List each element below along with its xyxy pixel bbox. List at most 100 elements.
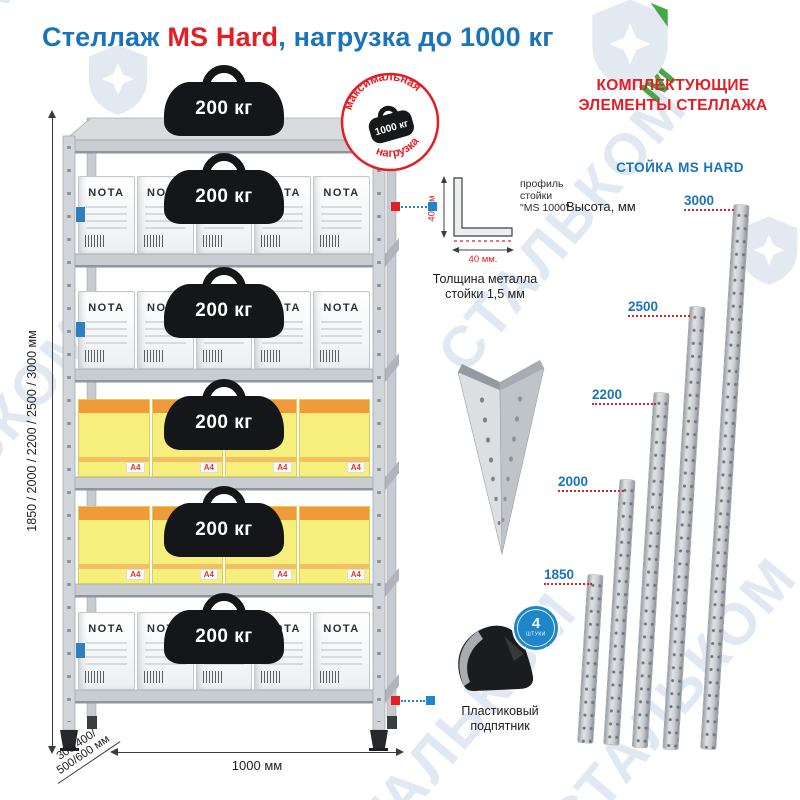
title-part-3: , нагрузка до 1000 кг xyxy=(278,22,554,52)
shield-watermark-icon xyxy=(88,44,148,115)
post-series-title: СТОЙКА MS HARD xyxy=(616,160,744,175)
box-brand-label: NOTA xyxy=(323,302,360,314)
post-height-label: 2000 xyxy=(558,474,589,489)
box-barcode xyxy=(143,235,164,247)
post-leader-line xyxy=(544,583,592,585)
arrow-right-icon xyxy=(396,748,404,756)
box-brand-label: NOTA xyxy=(323,623,360,635)
height-dimension-label: 1850 / 2000 / 2200 / 2500 / 3000 мм xyxy=(25,330,39,532)
rack-frame xyxy=(60,117,402,751)
profile-horizontal-dim-label: 40 мм. xyxy=(468,254,498,265)
components-heading: КОМПЛЕКТУЮЩИЕ ЭЛЕМЕНТЫ СТЕЛЛАЖА xyxy=(578,77,768,115)
shield-watermark-icon xyxy=(592,0,668,91)
svg-text:В КОМПЛЕКТЕ: В КОМПЛЕКТЕ xyxy=(522,645,550,655)
box-print-lines xyxy=(86,206,127,230)
stamp-weight-handle xyxy=(377,105,399,120)
callout-dotted-line xyxy=(401,206,427,208)
storage-box: NOTA xyxy=(76,291,135,369)
paper-size-label: A4 xyxy=(346,462,365,473)
box-print-lines xyxy=(86,642,127,666)
box-barcode xyxy=(261,350,282,362)
shelf-load-value: 200 кг xyxy=(195,626,253,647)
profile-l-shape xyxy=(453,177,513,237)
plastic-foot-render: 4 ШТУКИ В КОМПЛЕКТЕ xyxy=(458,604,560,691)
paper-pack: A4 xyxy=(78,399,150,477)
shelf-load-weight: 200 кг xyxy=(164,82,284,136)
post-leader-line xyxy=(684,209,734,211)
arrow-up-icon xyxy=(48,110,56,118)
post-perforation-holes xyxy=(480,397,501,525)
width-dimension-line xyxy=(116,752,398,753)
box-print-lines xyxy=(321,321,362,345)
callout-dotted-line xyxy=(401,700,425,702)
shelf-load-weight: 200 кг xyxy=(164,170,284,224)
badge-count: 4 xyxy=(532,615,541,632)
rack-feet xyxy=(60,716,397,751)
paper-size-label: A4 xyxy=(199,569,218,580)
height-dimension-line xyxy=(52,118,53,746)
shelf-load-value: 200 кг xyxy=(195,412,253,433)
rack-front-posts xyxy=(62,135,386,731)
box-brand-label: NOTA xyxy=(88,623,125,635)
shelf-load-weight: 200 кг xyxy=(164,284,284,338)
post-perforation-holes xyxy=(501,396,522,522)
arrow-down-icon xyxy=(48,746,56,754)
upright-post-1850 xyxy=(577,574,603,744)
box-print-lines xyxy=(86,321,127,345)
shelf-load-weight: 200 кг xyxy=(164,610,284,664)
shelf-load-value: 200 кг xyxy=(195,186,253,207)
box-barcode xyxy=(85,350,105,362)
post-leader-line xyxy=(628,315,690,317)
paper-size-label: A4 xyxy=(126,462,145,473)
callout-marker-red xyxy=(391,696,400,705)
page-title: Стеллаж MS Hard, нагрузка до 1000 кг xyxy=(42,22,554,53)
post-height-label: 3000 xyxy=(684,193,715,208)
post-3d-render xyxy=(457,360,545,555)
badge-unit: ШТУКИ xyxy=(526,632,546,638)
box-barcode xyxy=(85,671,105,683)
box-barcode xyxy=(143,671,164,683)
paper-size-label: A4 xyxy=(273,569,292,580)
paper-pack: A4 xyxy=(78,506,150,584)
paper-size-label: A4 xyxy=(346,569,365,580)
max-load-stamp-graphic: максимальная нагрузка 1000 кг xyxy=(336,62,440,172)
box-print-lines xyxy=(321,206,362,230)
callout-marker-blue xyxy=(428,202,437,211)
box-barcode xyxy=(320,350,341,362)
box-barcode xyxy=(320,671,341,683)
height-column-label: Высота, мм xyxy=(566,199,636,214)
box-barcode xyxy=(202,350,223,362)
plastic-foot-facet xyxy=(504,636,524,661)
width-dimension-label: 1000 мм xyxy=(231,758,283,773)
paper-size-label: A4 xyxy=(126,569,145,580)
kit-count-badge: 4 ШТУКИ В КОМПЛЕКТЕ xyxy=(512,604,560,655)
title-part-1: Стеллаж xyxy=(42,22,168,52)
shelf-load-weight: 200 кг xyxy=(164,503,284,557)
shelf-load-value: 200 кг xyxy=(195,519,253,540)
stamp-weight-body xyxy=(368,110,414,144)
storage-box: NOTA xyxy=(313,612,370,690)
arrow-left-icon xyxy=(110,748,118,756)
plastic-foot-label: Пластиковый подпятник xyxy=(461,704,539,733)
box-brand-label: NOTA xyxy=(88,302,125,314)
paper-size-label: A4 xyxy=(199,462,218,473)
shield-watermark-icon xyxy=(740,216,798,285)
title-part-2: MS Hard xyxy=(167,22,279,52)
callout-marker-blue xyxy=(426,696,435,705)
max-load-stamp: максимальная нагрузка 1000 кг xyxy=(326,58,455,187)
box-barcode xyxy=(202,671,223,683)
metal-thickness-note: Толщина металла стойки 1,5 мм xyxy=(432,272,538,301)
profile-name-label: профиль стойки "MS 1000" xyxy=(520,178,570,215)
post-leader-line xyxy=(592,403,656,405)
badge-note: В КОМПЛЕКТЕ xyxy=(522,645,550,655)
storage-box: NOTA xyxy=(76,612,135,690)
post-height-label: 1850 xyxy=(544,567,575,582)
box-barcode xyxy=(320,235,341,247)
box-barcode xyxy=(261,235,282,247)
storage-box: NOTA xyxy=(76,176,135,254)
post-profile-diagram xyxy=(441,176,514,253)
shelf-load-weight: 200 кг xyxy=(164,396,284,450)
box-barcode xyxy=(202,235,223,247)
callout-marker-red xyxy=(391,202,400,211)
